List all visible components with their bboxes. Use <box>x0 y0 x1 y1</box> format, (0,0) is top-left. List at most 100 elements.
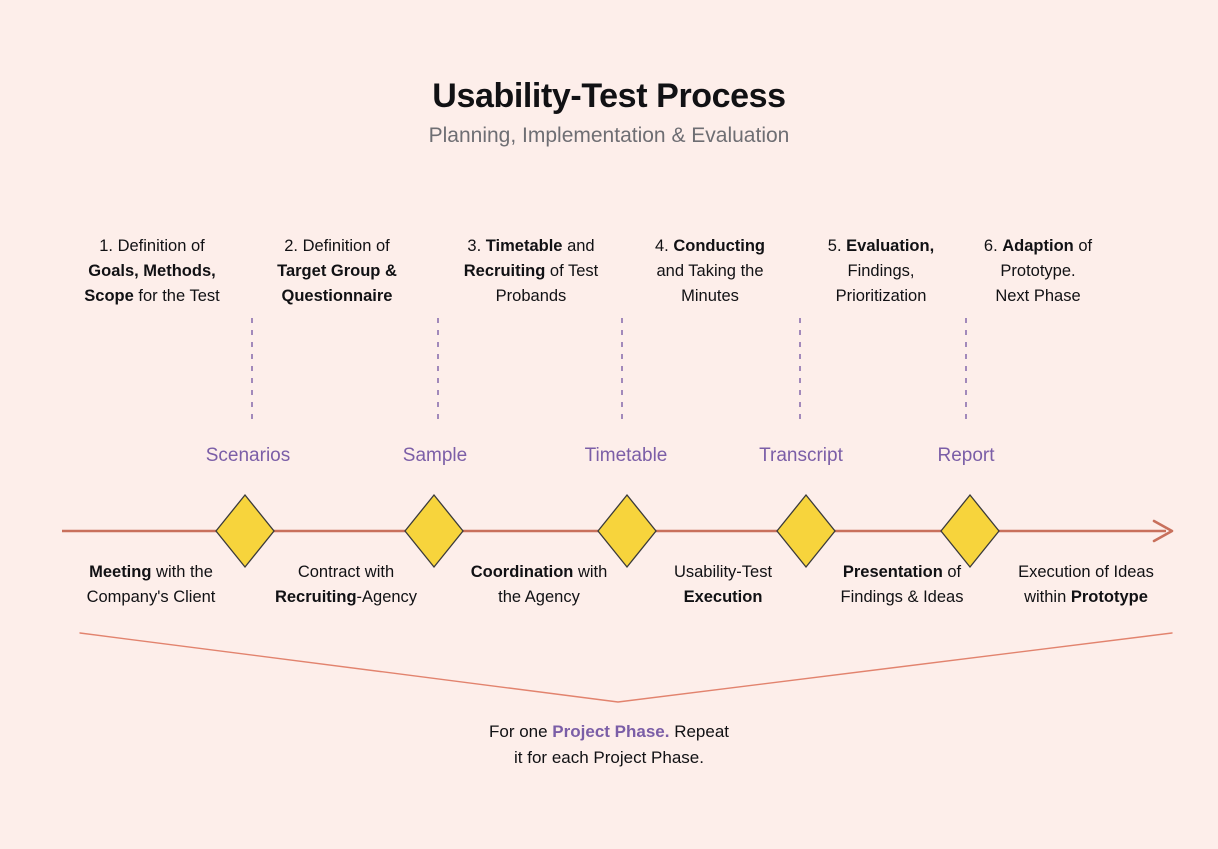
footer-note-prefix: For one <box>488 722 553 741</box>
milestone-label-2[interactable]: Sample <box>402 445 468 466</box>
phase-4-line-3: Minutes <box>600 284 820 309</box>
phase-3-line-3: Probands <box>421 284 641 309</box>
phase-5-text: Prioritization <box>835 287 927 305</box>
phase-1-text: 1. Definition of <box>99 237 205 255</box>
diamond-marker-2[interactable] <box>404 493 464 569</box>
timeline-arrowhead-icon <box>1152 519 1174 543</box>
phase-6-text: of <box>1073 237 1093 255</box>
phase-label-5: 5. Evaluation, Findings, Prioritization <box>771 234 991 309</box>
activity-3-line-1: Coordination with <box>429 560 649 585</box>
footer-note-line-1: For one Project Phase. Repeat <box>0 719 1218 745</box>
page-title: Usability-Test Process <box>432 77 786 115</box>
activity-6-text: within <box>1024 588 1071 606</box>
phase-3-text: Timetable <box>485 237 563 255</box>
phase-5-text: Findings, <box>847 262 915 280</box>
activity-5-text: of <box>942 563 962 581</box>
activity-5-line-1: Presentation of <box>792 560 1012 585</box>
activity-2-line-2: Recruiting-Agency <box>236 585 456 610</box>
activity-3-text: the Agency <box>498 588 580 606</box>
project-phase-bracket-line <box>79 632 1173 703</box>
phase-4-text: Conducting <box>673 237 765 255</box>
activity-2-line-1: Contract with <box>236 560 456 585</box>
activity-6-text: Prototype <box>1070 588 1148 606</box>
milestone-label-3[interactable]: Timetable <box>584 445 668 466</box>
phase-4-text: and Taking the <box>656 262 764 280</box>
activity-4-text: Execution <box>683 588 763 606</box>
footer-note-suffix: Repeat <box>669 722 730 741</box>
phase-6-line-2: Prototype. <box>928 259 1148 284</box>
phase-2-line-3: Questionnaire <box>227 284 447 309</box>
phase-3-text: Probands <box>495 287 567 305</box>
activity-6-line-1: Execution of Ideas <box>976 560 1196 585</box>
phase-3-text: Recruiting <box>463 262 546 280</box>
activity-4-text: Usability-Test <box>673 563 773 581</box>
phase-5-line-1: 5. Evaluation, <box>771 234 991 259</box>
phase-5-text: 5. <box>827 237 847 255</box>
phase-1-text: for the Test <box>133 287 220 305</box>
phase-6-text: Adaption <box>1002 237 1074 255</box>
phase-label-1: 1. Definition of Goals, Methods, Scope for… <box>42 234 262 309</box>
activity-3-text: with <box>573 563 608 581</box>
phase-5-text: Evaluation, <box>846 237 935 255</box>
activity-6-line-2: within Prototype <box>976 585 1196 610</box>
footer-note: For one Project Phase. Repeat it for eac… <box>0 719 1218 771</box>
phase-1-line-3: Scope for the Test <box>42 284 262 309</box>
phase-4-line-1: 4. Conducting <box>600 234 820 259</box>
activity-1-line-2: Company's Client <box>41 585 261 610</box>
phase-6-line-3: Next Phase <box>928 284 1148 309</box>
milestone-label-1[interactable]: Scenarios <box>205 445 291 466</box>
activity-2-text: Recruiting <box>274 588 357 606</box>
phase-2-line-2: Target Group & <box>227 259 447 284</box>
phase-6-text: Prototype. <box>1000 262 1076 280</box>
phase-6-line-1: 6. Adaption of <box>928 234 1148 259</box>
milestone-label-5[interactable]: Report <box>937 445 995 466</box>
activity-2-text: -Agency <box>356 588 418 606</box>
milestone-label-4[interactable]: Transcript <box>759 445 843 466</box>
project-phase-bracket <box>79 632 1173 703</box>
milestone-marker-group <box>215 493 1000 569</box>
activity-4-line-2: Execution <box>613 585 833 610</box>
activity-2-text: Contract with <box>297 563 395 581</box>
activity-1-text: Meeting <box>89 563 152 581</box>
diamond-marker-4[interactable] <box>776 493 836 569</box>
phase-2-text: Target Group & <box>277 262 397 280</box>
phase-1-line-1: 1. Definition of <box>42 234 262 259</box>
diamond-marker-1[interactable] <box>215 493 275 569</box>
activity-5-text: Findings & Ideas <box>840 588 964 606</box>
activity-5-text: Presentation <box>842 563 943 581</box>
phase-6-text: 6. <box>983 237 1003 255</box>
activity-3-line-2: the Agency <box>429 585 649 610</box>
phase-6-text: Next Phase <box>995 287 1081 305</box>
activity-5-line-2: Findings & Ideas <box>792 585 1012 610</box>
phase-3-text: 3. <box>467 237 486 255</box>
activity-label-3: Coordination with the Agency <box>429 560 649 610</box>
phase-4-line-2: and Taking the <box>600 259 820 284</box>
phase-1-text: Goals, Methods, <box>88 262 216 280</box>
timeline-axis-group <box>62 519 1174 543</box>
diamond-marker-5[interactable] <box>940 493 1000 569</box>
phase-2-text: Questionnaire <box>281 287 393 305</box>
header: Usability-Test Process Planning, Impleme… <box>0 74 1218 150</box>
footer-note-accent: Project Phase. <box>552 722 670 741</box>
activity-1-text: Company's Client <box>86 588 216 606</box>
phase-3-text: and <box>562 237 595 255</box>
phase-4-text: Minutes <box>681 287 739 305</box>
phase-2-line-1: 2. Definition of <box>227 234 447 259</box>
phase-3-line-2: Recruiting of Test <box>421 259 641 284</box>
diamond-marker-3[interactable] <box>597 493 657 569</box>
activity-4-line-1: Usability-Test <box>613 560 833 585</box>
phase-4-text: 4. <box>654 237 674 255</box>
phase-5-line-3: Prioritization <box>771 284 991 309</box>
footer-note-line-2: it for each Project Phase. <box>514 748 704 767</box>
phase-2-text: 2. Definition of <box>284 237 390 255</box>
phase-5-line-2: Findings, <box>771 259 991 284</box>
